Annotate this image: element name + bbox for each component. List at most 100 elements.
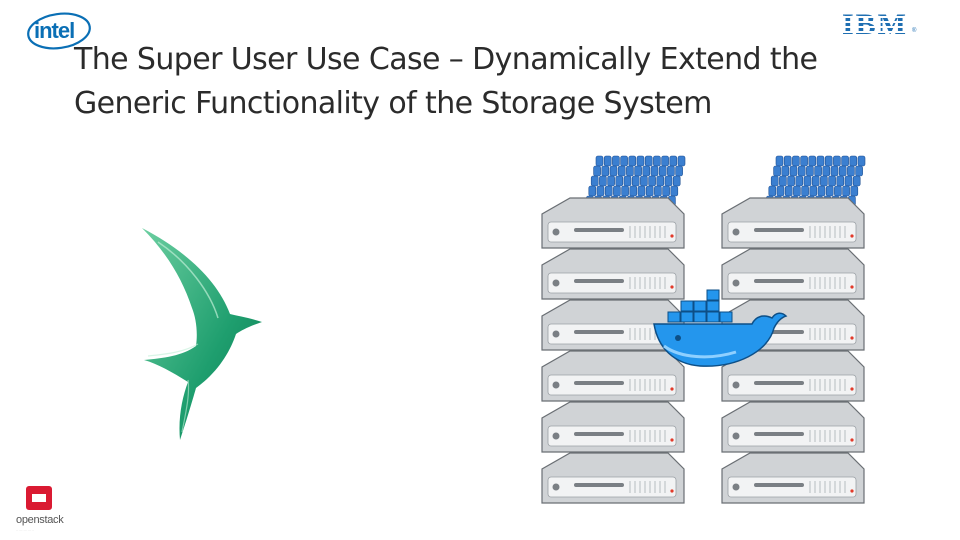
drive-bay — [648, 175, 656, 187]
drive-bay — [596, 185, 605, 197]
server-button — [732, 228, 740, 236]
drive-bay — [626, 165, 634, 177]
server-stack-icon — [530, 150, 890, 510]
drive-bay — [615, 175, 624, 187]
openstack-tagline-mark: ·············· — [16, 528, 35, 532]
drive-bay — [607, 175, 615, 187]
drive-bay — [836, 175, 845, 187]
drive-bay — [841, 155, 849, 167]
drive-bay — [838, 165, 847, 177]
drive-bay — [850, 185, 859, 197]
drive-bay — [593, 165, 601, 177]
server-slot — [574, 483, 624, 487]
drive-bay — [834, 185, 842, 197]
drive-bay — [658, 165, 667, 177]
ibm-logo: IBM ® — [840, 8, 920, 42]
drive-bay — [825, 185, 834, 197]
drive-bay — [855, 165, 863, 177]
swift-bird-icon — [118, 222, 268, 444]
drive-bay — [645, 185, 654, 197]
drive-bay — [653, 155, 661, 167]
drive-bay — [656, 175, 665, 187]
drive-bay — [784, 185, 793, 197]
drive-bay — [822, 165, 831, 177]
drive-bay — [644, 155, 653, 167]
drive-bay — [629, 185, 638, 197]
drive-bay — [800, 155, 808, 167]
drive-bay — [631, 175, 640, 187]
drive-bay — [628, 155, 637, 167]
drive-bay — [617, 165, 626, 177]
drive-bay — [667, 165, 675, 177]
server-button — [552, 330, 560, 338]
server-button — [552, 381, 560, 389]
server-slot — [574, 381, 624, 385]
openstack-logo: openstack ·············· — [12, 484, 82, 536]
drive-bay — [808, 155, 817, 167]
drive-bay — [803, 175, 812, 187]
drive-bay — [842, 185, 850, 197]
server-slot — [574, 228, 624, 232]
slide-title-line-1: The Super User Use Case – Dynamically Ex… — [74, 42, 818, 77]
server-led — [850, 489, 854, 493]
openstack-wordmark: openstack — [16, 514, 64, 526]
drive-bay — [773, 165, 781, 177]
drive-bay — [590, 175, 599, 187]
drive-bay — [817, 185, 826, 197]
server-slot — [754, 432, 804, 436]
drive-bay — [806, 165, 814, 177]
drive-bay — [672, 175, 681, 187]
drive-bay — [852, 175, 861, 187]
server-button — [732, 381, 740, 389]
server-led — [670, 234, 674, 238]
intel-logo: intel — [26, 10, 92, 52]
server-slot — [754, 381, 804, 385]
drive-bay — [664, 175, 673, 187]
server-led — [670, 387, 674, 391]
drive-bay — [844, 175, 853, 187]
drive-bay — [661, 155, 669, 167]
drive-bay — [599, 175, 607, 187]
server-led — [850, 438, 854, 442]
server-slot — [754, 279, 804, 283]
drive-bay — [636, 155, 645, 167]
drive-bay — [675, 165, 683, 177]
drive-bay — [857, 155, 866, 167]
drive-bay — [637, 185, 646, 197]
drive-bay — [824, 155, 833, 167]
server-slot — [754, 228, 804, 232]
ibm-trademark: ® — [912, 28, 917, 34]
drive-bay — [640, 175, 648, 187]
server-button — [732, 483, 740, 491]
server-led — [670, 489, 674, 493]
drive-bay — [789, 165, 798, 177]
drive-bay — [621, 185, 629, 197]
drive-bay — [792, 155, 800, 167]
ibm-wordmark: IBM — [842, 8, 908, 41]
drive-bay — [609, 165, 618, 177]
drive-bay — [801, 185, 809, 197]
drive-bay — [820, 175, 828, 187]
drive-bay — [669, 155, 678, 167]
drive-bay — [830, 165, 839, 177]
drive-bay — [634, 165, 642, 177]
drive-bay — [588, 185, 597, 197]
drive-bay — [809, 185, 818, 197]
server-slot — [754, 483, 804, 487]
drive-bay — [814, 165, 822, 177]
drive-bay — [601, 165, 610, 177]
server-led — [850, 336, 854, 340]
drive-bay — [642, 165, 651, 177]
drive-bay — [775, 155, 784, 167]
drive-bay — [770, 175, 779, 187]
drive-bay — [849, 155, 858, 167]
server-button — [552, 279, 560, 287]
server-button — [552, 228, 560, 236]
drive-bay — [612, 155, 620, 167]
drive-bay — [670, 185, 679, 197]
server-button — [552, 432, 560, 440]
drive-bay — [603, 155, 612, 167]
drive-bay — [833, 155, 841, 167]
docker-whale-icon — [640, 282, 790, 372]
